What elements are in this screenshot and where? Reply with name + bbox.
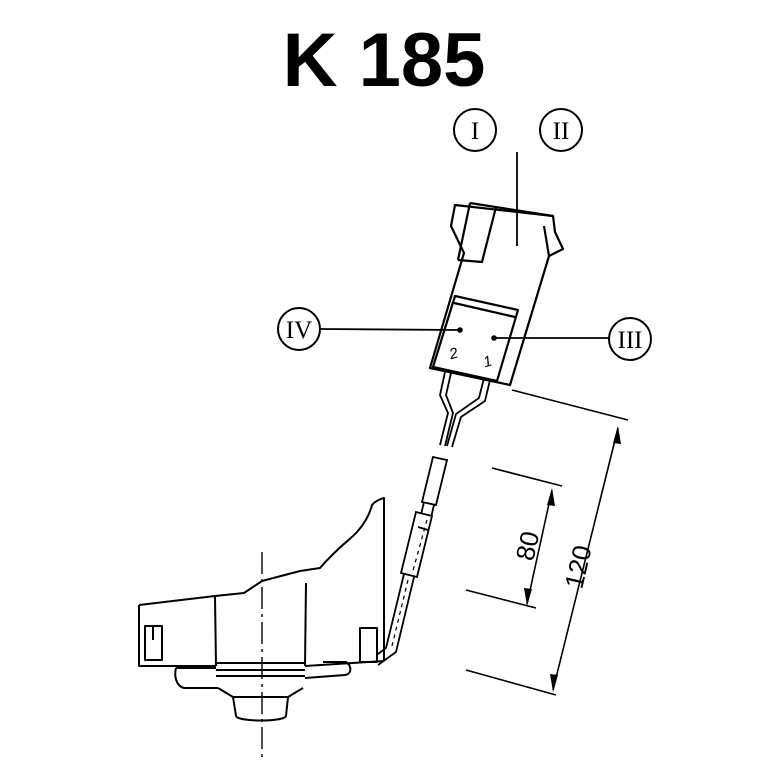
dimension-arrows [524, 426, 621, 692]
callout-label-iv: IV [286, 317, 312, 344]
connector-housing [428, 201, 565, 387]
base-body [138, 497, 385, 722]
callout-leader-iv [319, 328, 461, 331]
callout-ii: II [539, 108, 583, 152]
dimension-lines [465, 389, 629, 696]
callout-iii: III [608, 317, 652, 361]
cable [369, 371, 491, 666]
callout-iv: IV [277, 307, 321, 351]
dimension-label-80: 80 [510, 528, 546, 563]
callout-i: I [453, 108, 497, 152]
callout-label-iii: III [618, 327, 643, 354]
page-title: K 185 [282, 18, 486, 103]
dimension-label-120: 120 [559, 542, 598, 591]
callout-label-i: I [471, 118, 479, 145]
callout-label-ii: II [553, 118, 570, 145]
